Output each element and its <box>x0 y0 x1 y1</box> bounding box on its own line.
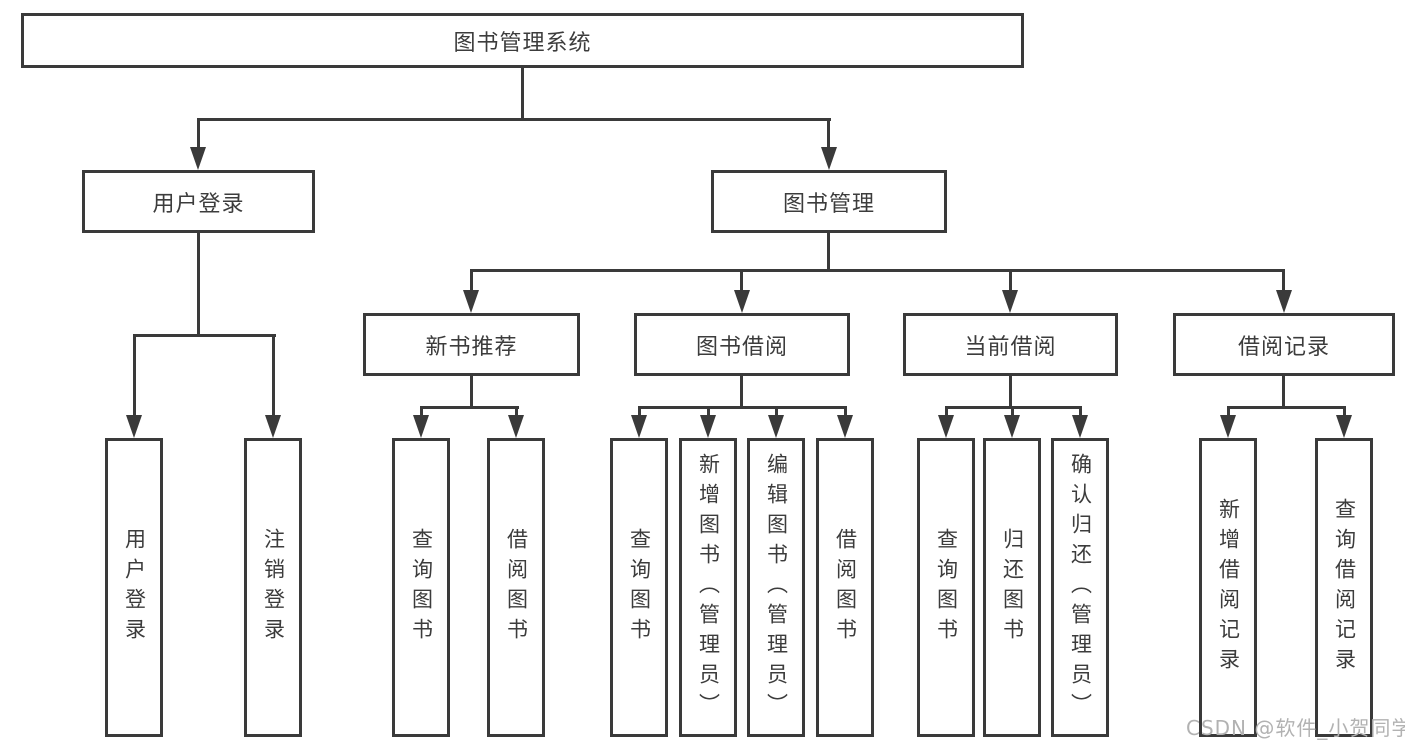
connector-vline <box>133 334 136 416</box>
leaf-label: 新增图书（管理员） <box>696 452 721 723</box>
leaf-label: 查询图书 <box>409 527 434 648</box>
watermark: CSDN @软件_小贺同学 <box>1186 716 1405 740</box>
leaf-label: 新增借阅记录 <box>1216 497 1241 678</box>
leaf-label: 确认归还（管理员） <box>1068 452 1093 723</box>
arrow-down-icon <box>1220 415 1236 438</box>
leaf-label: 编辑图书（管理员） <box>764 452 789 723</box>
connector-vline <box>945 406 948 418</box>
node-book-management: 图书管理 <box>711 170 947 233</box>
connector-vline <box>827 118 830 150</box>
leaf-logout: 注销登录 <box>244 438 302 737</box>
leaf-query-books-recommend: 查询图书 <box>392 438 450 737</box>
leaf-query-books-borrow: 查询图书 <box>610 438 668 737</box>
connector-vline <box>1079 406 1082 418</box>
connector-vline <box>1009 375 1012 409</box>
connector-vline <box>1227 406 1230 418</box>
connector-vline <box>1009 269 1012 293</box>
connector-vline <box>272 334 275 416</box>
leaf-label: 用户登录 <box>122 527 147 648</box>
connector-vline <box>775 406 778 418</box>
node-borrowing-records: 借阅记录 <box>1173 313 1395 376</box>
leaf-edit-book-admin: 编辑图书（管理员） <box>747 438 805 737</box>
connector-vline <box>1011 406 1014 418</box>
connector-vline <box>1282 375 1285 409</box>
connector-hline <box>638 406 847 409</box>
leaf-add-borrow-record: 新增借阅记录 <box>1199 438 1257 737</box>
leaf-add-book-admin: 新增图书（管理员） <box>679 438 737 737</box>
connector-hline <box>420 406 519 409</box>
connector-vline <box>740 375 743 409</box>
connector-vline <box>1343 406 1346 418</box>
leaf-user-login: 用户登录 <box>105 438 163 737</box>
connector-vline <box>827 233 830 272</box>
connector-vline <box>638 406 641 418</box>
connector-hline <box>1227 406 1346 409</box>
leaf-return-books: 归还图书 <box>983 438 1041 737</box>
connector-vline <box>844 406 847 418</box>
connector-hline <box>133 334 276 337</box>
arrow-down-icon <box>1002 290 1018 313</box>
arrow-down-icon <box>734 290 750 313</box>
connector-vline <box>1282 269 1285 293</box>
connector-vline <box>420 406 423 418</box>
node-current-borrowing: 当前借阅 <box>903 313 1118 376</box>
connector-vline <box>707 406 710 418</box>
connector-hline <box>470 269 1285 272</box>
arrow-down-icon <box>768 415 784 438</box>
arrow-down-icon <box>265 415 281 438</box>
leaf-label: 注销登录 <box>261 527 286 648</box>
node-new-book-recommendation: 新书推荐 <box>363 313 580 376</box>
leaf-borrow-books-recommend: 借阅图书 <box>487 438 545 737</box>
arrow-down-icon <box>463 290 479 313</box>
leaf-label: 查询图书 <box>627 527 652 648</box>
leaf-borrow-books: 借阅图书 <box>816 438 874 737</box>
arrow-down-icon <box>1072 415 1088 438</box>
arrow-down-icon <box>938 415 954 438</box>
connector-hline <box>197 118 831 121</box>
leaf-label: 借阅图书 <box>504 527 529 648</box>
arrow-down-icon <box>837 415 853 438</box>
arrow-down-icon <box>700 415 716 438</box>
arrow-down-icon <box>413 415 429 438</box>
arrow-down-icon <box>1276 290 1292 313</box>
node-library-system: 图书管理系统 <box>21 13 1024 68</box>
leaf-label: 查询借阅记录 <box>1332 497 1357 678</box>
leaf-label: 借阅图书 <box>833 527 858 648</box>
connector-vline <box>740 269 743 293</box>
connector-vline <box>197 233 200 337</box>
node-user-login: 用户登录 <box>82 170 315 233</box>
leaf-query-books-current: 查询图书 <box>917 438 975 737</box>
node-book-borrowing: 图书借阅 <box>634 313 850 376</box>
arrow-down-icon <box>821 147 837 170</box>
arrow-down-icon <box>190 147 206 170</box>
connector-vline <box>515 406 518 418</box>
leaf-query-borrow-record: 查询借阅记录 <box>1315 438 1373 737</box>
connector-vline <box>470 269 473 293</box>
leaf-label: 归还图书 <box>1000 527 1025 648</box>
connector-vline <box>521 68 524 120</box>
arrow-down-icon <box>1004 415 1020 438</box>
arrow-down-icon <box>631 415 647 438</box>
leaf-label: 查询图书 <box>934 527 959 648</box>
connector-vline <box>197 118 200 150</box>
leaf-confirm-return-admin: 确认归还（管理员） <box>1051 438 1109 737</box>
arrow-down-icon <box>1336 415 1352 438</box>
connector-vline <box>470 375 473 409</box>
arrow-down-icon <box>508 415 524 438</box>
arrow-down-icon <box>126 415 142 438</box>
